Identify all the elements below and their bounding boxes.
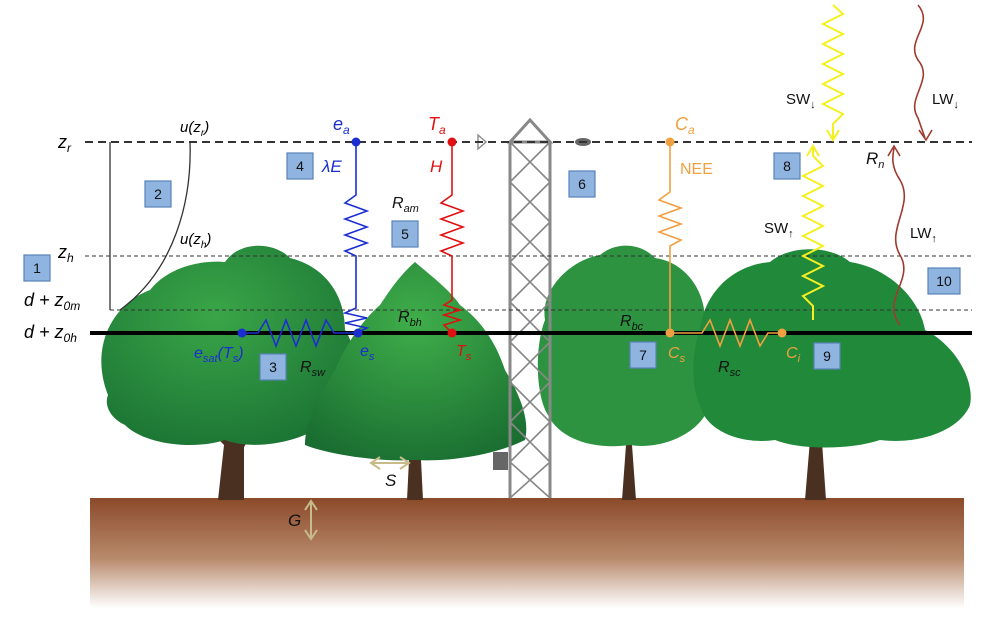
- svg-text:1: 1: [33, 260, 41, 276]
- box-9: 9: [813, 342, 841, 370]
- wind-profile: [109, 141, 191, 311]
- label-h: H: [430, 157, 443, 176]
- label-ca: Ca: [675, 114, 695, 137]
- svg-text:6: 6: [578, 176, 586, 192]
- node-cs: [665, 328, 675, 338]
- svg-text:7: 7: [639, 347, 647, 363]
- label-ea: ea: [333, 114, 350, 137]
- label-d-z0m: d + z0m: [24, 290, 80, 313]
- node-ca: [665, 137, 675, 147]
- water-pathway: [242, 142, 370, 349]
- label-rsw: Rsw: [300, 359, 326, 379]
- shortwave-up-arrow: [800, 144, 826, 320]
- box-8: 8: [773, 152, 801, 180]
- svg-text:4: 4: [296, 158, 304, 174]
- carbon-pathway: [656, 142, 782, 349]
- svg-text:9: 9: [823, 348, 831, 364]
- heat-pathway: [438, 142, 466, 334]
- ground-heat-arrow: [304, 499, 318, 541]
- box-3: 3: [259, 353, 287, 381]
- label-u-zr: u(zr): [180, 119, 209, 139]
- label-storage: S: [385, 471, 397, 490]
- box-2: 2: [144, 180, 172, 208]
- node-esat: [237, 328, 247, 338]
- node-ea: [351, 137, 361, 147]
- height-lines: [85, 141, 972, 335]
- svg-text:5: 5: [401, 226, 409, 242]
- soil-layer: [90, 498, 964, 608]
- node-es: [353, 328, 363, 338]
- label-ground-heat: G: [288, 511, 301, 530]
- label-ram: Ram: [392, 195, 419, 215]
- label-zr: zr: [57, 132, 72, 155]
- tree-3: [537, 245, 721, 500]
- svg-text:2: 2: [154, 186, 162, 202]
- node-ta: [447, 137, 457, 147]
- box-6: 6: [568, 170, 596, 198]
- svg-text:3: 3: [269, 359, 277, 375]
- label-ta: Ta: [428, 114, 446, 137]
- label-nee: NEE: [680, 161, 713, 178]
- label-lw-up: LW↑: [910, 225, 937, 245]
- flux-tower: [477, 117, 591, 499]
- box-10: 10: [927, 267, 961, 295]
- box-7: 7: [629, 341, 657, 369]
- label-sw-down: SW↓: [786, 91, 816, 111]
- label-es: es: [360, 343, 375, 363]
- label-rn: Rn: [866, 149, 884, 171]
- node-ci: [777, 328, 787, 338]
- label-rbh: Rbh: [398, 309, 422, 329]
- label-esat: esat(Ts): [194, 345, 244, 365]
- label-d-z0h: d + z0h: [24, 322, 77, 345]
- label-cs: Cs: [668, 345, 686, 365]
- label-zh: zh: [57, 242, 74, 265]
- longwave-down-arrow: [913, 4, 933, 142]
- longwave-up-arrow: [887, 144, 906, 326]
- label-lambda-e: λE: [321, 157, 342, 176]
- svg-text:10: 10: [936, 273, 952, 289]
- box-4: 4: [286, 152, 314, 180]
- box-1: 1: [23, 254, 51, 282]
- svg-text:8: 8: [783, 158, 791, 174]
- storage-arrow: [369, 456, 411, 470]
- label-u-zh: u(zh): [180, 231, 211, 251]
- tree-2: [305, 262, 527, 500]
- shortwave-down-arrow: [820, 4, 846, 142]
- numbered-boxes: 1 2 3 4 5 6 7 8: [23, 152, 961, 381]
- label-rsc: Rsc: [718, 359, 741, 379]
- label-ci: Ci: [786, 345, 801, 365]
- label-rbc: Rbc: [620, 313, 644, 333]
- label-lw-down: LW↓: [932, 91, 959, 111]
- box-5: 5: [391, 220, 419, 248]
- label-ts: Ts: [456, 343, 472, 363]
- node-ts: [447, 328, 457, 338]
- label-sw-up: SW↑: [764, 220, 794, 240]
- tree-1: [101, 245, 354, 500]
